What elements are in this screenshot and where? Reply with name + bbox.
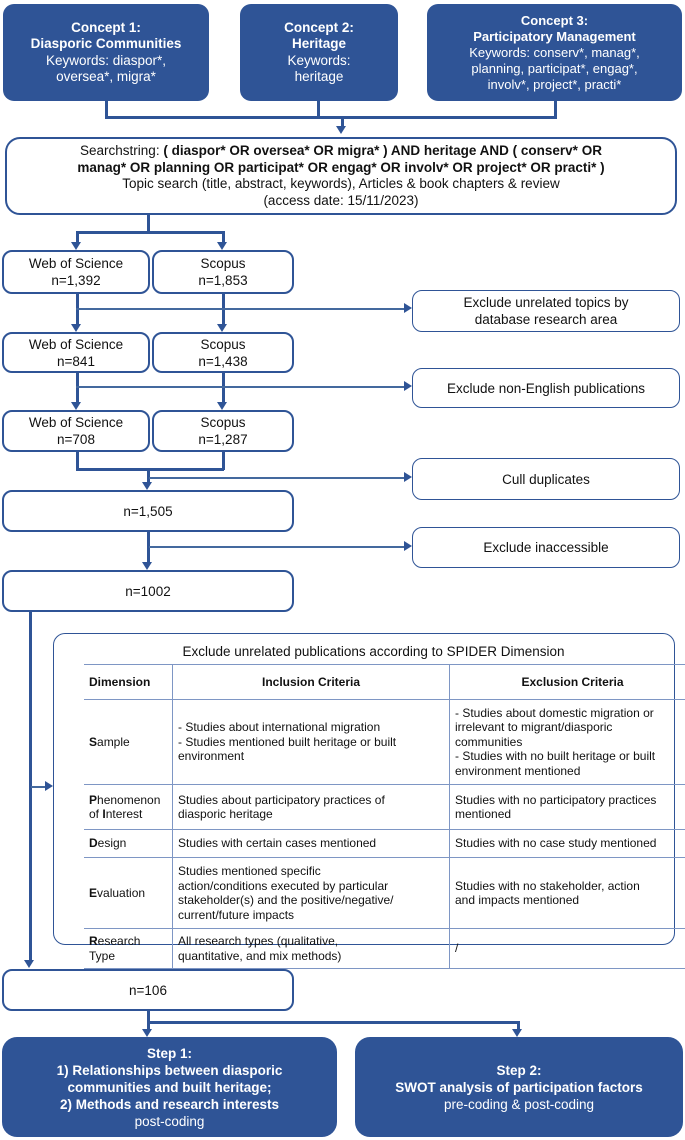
connector-wos1-stem	[76, 231, 79, 243]
connector-to-search-stem	[341, 116, 344, 127]
arrow-into-scopus3	[217, 402, 227, 410]
arrow-into-scopus2	[217, 324, 227, 332]
spider-table-title: Exclude unrelated publications according…	[182, 644, 565, 659]
exclusion-cell: Studies with no stakeholder, action and …	[449, 857, 685, 929]
branch-line-exclusion-4	[149, 546, 406, 548]
searchstring-box: Searchstring: ( diaspor* OR oversea* OR …	[5, 137, 677, 215]
connector-step2-stem	[517, 1021, 520, 1030]
inclusion-cell: Studies mentioned specific action/condit…	[172, 857, 450, 929]
step2-box: Step 2:SWOT analysis of participation fa…	[355, 1037, 683, 1137]
n1002-box: n=1002	[2, 570, 294, 612]
spider-table-body: Sample- Studies about international migr…	[84, 699, 685, 969]
connector-merge-stem	[147, 468, 150, 483]
arrow-into-n1002	[142, 562, 152, 570]
connector-n1505-down	[147, 532, 150, 563]
arrow-into-exclusion-4	[404, 541, 412, 551]
exclusion-box-topics: Exclude unrelated topics by database res…	[412, 290, 680, 332]
exclusion-box-non-english: Exclude non-English publications	[412, 368, 680, 408]
step1-box: Step 1:1) Relationships between diaspori…	[2, 1037, 337, 1137]
connector-wos1-down	[76, 294, 79, 325]
connector-search-split	[76, 231, 224, 234]
connector-steps-split	[148, 1021, 520, 1024]
arrow-into-wos3	[71, 402, 81, 410]
arrow-into-exclusion-2	[404, 381, 412, 391]
col-header-exclusion: Exclusion Criteria	[449, 664, 685, 700]
connector-wos2-down	[76, 373, 79, 403]
inclusion-cell: Studies with certain cases mentioned	[172, 829, 450, 858]
arrow-into-step1	[142, 1029, 152, 1037]
connector-merge-join	[76, 468, 224, 471]
col-header-dimension: Dimension	[84, 664, 173, 700]
branch-line-exclusion-1	[76, 308, 406, 310]
exclusion-cell: - Studies about domestic migration or ir…	[449, 699, 685, 785]
arrow-into-exclusion-1	[404, 303, 412, 313]
arrow-into-wos1	[71, 242, 81, 250]
connector-scopus1-stem	[222, 231, 225, 243]
connector-search-down	[147, 215, 150, 233]
inclusion-cell: - Studies about international migration …	[172, 699, 450, 785]
connector-scopus1-down	[222, 294, 225, 325]
connector-concept2-down	[317, 100, 320, 118]
exclusion-cell: Studies with no case study mentioned	[449, 829, 685, 858]
exclusion-cell: Studies with no participatory practices …	[449, 784, 685, 830]
exclusion-box-inaccessible: Exclude inaccessible	[412, 527, 680, 568]
arrow-into-n1505	[142, 482, 152, 490]
branch-line-spider	[31, 786, 46, 788]
arrow-into-step2	[512, 1029, 522, 1037]
arrow-into-spider-container	[45, 781, 53, 791]
dimension-cell: Sample	[84, 699, 173, 785]
spider-table: Dimension Inclusion Criteria Exclusion C…	[84, 664, 685, 969]
connector-concepts-join	[105, 116, 557, 119]
connector-wos3-down	[76, 452, 79, 470]
branch-line-exclusion-3	[149, 477, 406, 479]
inclusion-cell: Studies about participatory practices of…	[172, 784, 450, 830]
inclusion-cell: All research types (qualitative, quantit…	[172, 928, 450, 969]
arrow-into-exclusion-3	[404, 472, 412, 482]
connector-scopus3-down	[222, 452, 225, 470]
exclusion-cell: /	[449, 928, 685, 969]
arrow-to-search-box	[336, 126, 346, 134]
exclusion-box-duplicates: Cull duplicates	[412, 458, 680, 500]
spider-header-row: Dimension Inclusion Criteria Exclusion C…	[84, 664, 685, 700]
arrow-into-scopus1	[217, 242, 227, 250]
connector-scopus2-down	[222, 373, 225, 403]
table-row: Sample- Studies about international migr…	[84, 699, 685, 785]
n106-box: n=106	[2, 969, 294, 1011]
connector-n1002-to-n106	[29, 612, 32, 961]
dimension-cell: Evaluation	[84, 857, 173, 929]
connector-concept1-down	[105, 100, 108, 118]
arrow-into-wos2	[71, 324, 81, 332]
dimension-cell: Design	[84, 829, 173, 858]
spider-container: Exclude unrelated publications according…	[53, 633, 685, 969]
arrow-into-n106	[24, 960, 34, 968]
branch-line-exclusion-2	[76, 386, 406, 388]
col-header-inclusion: Inclusion Criteria	[172, 664, 450, 700]
connector-concept3-down	[554, 100, 557, 118]
connector-n106-down	[147, 1011, 150, 1030]
n1505-box: n=1,505	[2, 490, 294, 532]
